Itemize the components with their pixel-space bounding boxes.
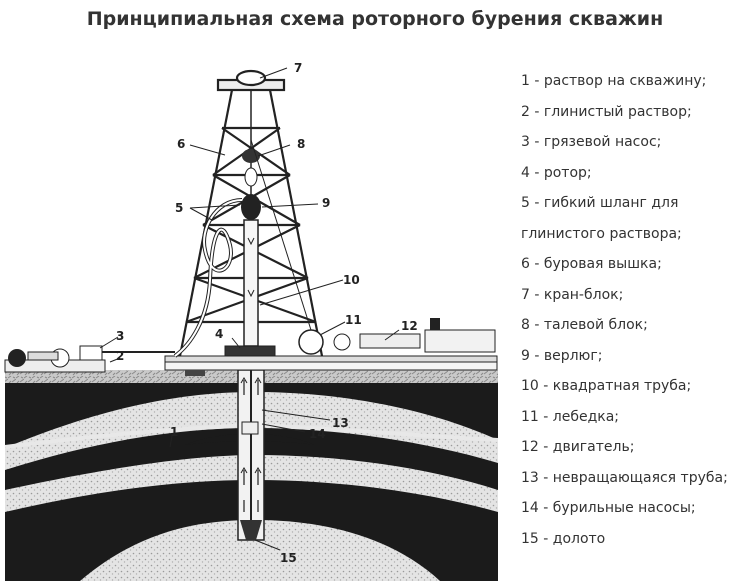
lower-arch-layer <box>5 455 498 512</box>
legend-item: 3 - грязевой насос; <box>521 134 662 150</box>
legend-item: 15 - долото <box>521 530 606 547</box>
legend-item: 7 - кран-блок; <box>521 286 624 303</box>
kelly-assembly <box>241 90 261 347</box>
callout-10: 10 <box>343 273 360 287</box>
engine <box>424 329 496 353</box>
platform <box>164 345 498 376</box>
legend-item: 10 - квадратная труба; <box>521 378 692 394</box>
legend-item: 9 - верлюг; <box>521 347 603 364</box>
callout-15: 15 <box>280 551 297 565</box>
callout-8: 8 <box>297 137 305 151</box>
callout-6: 6 <box>177 137 185 151</box>
kelly-pipe <box>243 219 259 347</box>
drill-pump-box <box>241 421 259 435</box>
winch <box>298 329 324 355</box>
callout-4: 4 <box>215 327 223 341</box>
drill-bit <box>240 520 262 540</box>
travelling-block <box>242 149 260 163</box>
legend-item: глинистого раствора; <box>521 225 682 242</box>
legend-item: 11 - лебедка; <box>521 408 620 425</box>
legend-item: 12 - двигатель; <box>521 439 635 455</box>
legend-item: 4 - ротор; <box>521 164 592 181</box>
legend-item: 6 - буровая вышка; <box>521 256 662 272</box>
callout-9: 9 <box>322 196 330 210</box>
callout-2: 2 <box>116 349 124 363</box>
callout-3: 3 <box>116 329 124 343</box>
legend-item: 8 - талевой блок; <box>521 317 648 333</box>
legend-item: 14 - бурильные насосы; <box>521 500 696 516</box>
callout-11: 11 <box>345 313 362 327</box>
callout-5: 5 <box>175 201 183 215</box>
diagram-title: Принципиальная схема роторного бурения с… <box>86 8 664 30</box>
callout-lines <box>99 67 400 551</box>
rotor <box>224 345 276 357</box>
callout-13: 13 <box>332 416 349 430</box>
legend-item: 13 - невращающаяся труба; <box>521 469 728 486</box>
callout-1: 1 <box>170 425 178 439</box>
mud-pump-unit <box>4 345 175 373</box>
legend-list: 1 - раствор на скважину; 2 - глинистый р… <box>521 70 750 558</box>
legend-item: 2 - глинистый раствор; <box>521 103 692 120</box>
legend-item: 1 - раствор на скважину; <box>521 73 707 89</box>
callout-12: 12 <box>401 319 418 333</box>
well-bore <box>237 369 265 541</box>
swivel <box>241 194 261 220</box>
drilling-scheme: 1 2 3 4 5 6 7 8 9 10 11 12 13 14 15 <box>4 61 499 581</box>
callout-7: 7 <box>294 61 302 75</box>
bottom-dome-layer <box>80 520 440 581</box>
upper-arch-layer <box>5 392 498 470</box>
callout-14: 14 <box>309 427 326 441</box>
legend-item: 5 - гибкий шланг для <box>521 195 679 211</box>
winch-engine <box>250 139 496 355</box>
